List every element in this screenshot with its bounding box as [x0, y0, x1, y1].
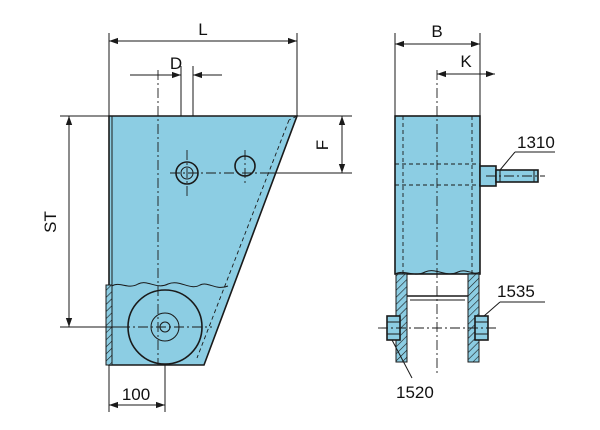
bracket-flange-hatch [105, 284, 113, 366]
dim-label-l: L [198, 20, 207, 39]
front-view: B K 1310 1535 1520 [378, 22, 555, 402]
callout-1535: 1535 [497, 282, 535, 301]
dim-label-d: D [170, 54, 182, 73]
dim-label-b: B [431, 22, 442, 41]
hidden-rib [196, 119, 290, 359]
callout-1520: 1520 [396, 383, 434, 402]
callout-1310: 1310 [517, 133, 555, 152]
dim-label-100: 100 [122, 385, 150, 404]
side-view: L D F ST 100 [41, 20, 352, 412]
front-body [394, 115, 481, 275]
break-line [111, 282, 229, 288]
dim-label-f: F [313, 140, 332, 150]
dim-label-st: ST [41, 211, 60, 233]
dim-label-k: K [460, 52, 472, 71]
